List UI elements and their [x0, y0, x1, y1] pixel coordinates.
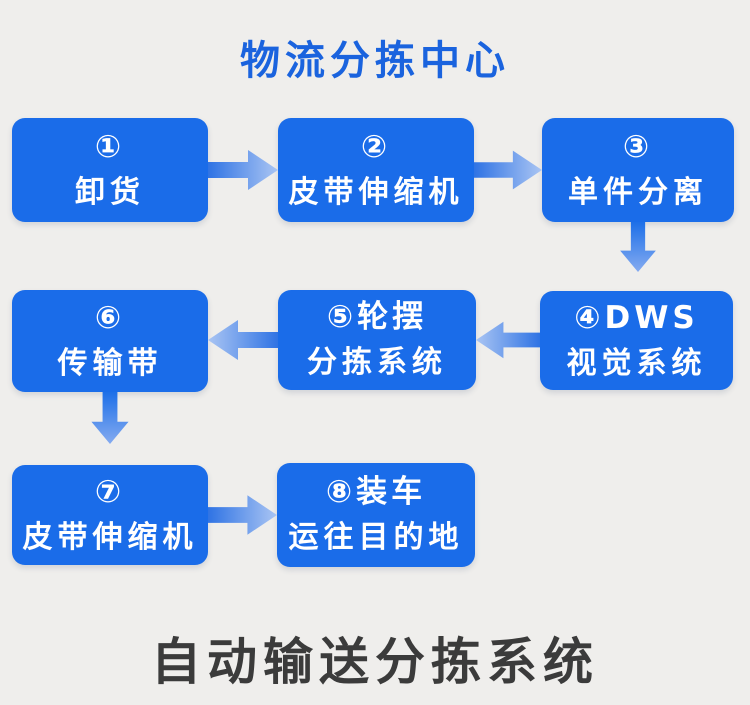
connector-5-6	[208, 318, 278, 362]
connector-4-5	[476, 318, 540, 362]
step-label: 传输带	[57, 346, 163, 381]
arrow-left-icon	[476, 321, 540, 359]
page-title: 物流分拣中心	[240, 38, 510, 84]
step-number: ①	[94, 129, 126, 165]
arrow-left-icon	[208, 320, 278, 360]
flow-step-2-telescopic-belt: ② 皮带伸缩机	[278, 118, 474, 222]
step-label: 运往目的地	[288, 520, 464, 555]
bottom-caption: 自动输送分拣系统	[151, 633, 599, 691]
arrow-down-icon	[91, 392, 129, 444]
step-label: 单件分离	[568, 175, 708, 210]
connector-1-2	[208, 148, 278, 192]
flow-step-1-unloading: ① 卸货	[12, 118, 208, 222]
arrow-right-icon	[208, 495, 277, 535]
connector-6-7	[88, 392, 132, 444]
connector-7-8	[208, 493, 277, 537]
flow-step-7-telescopic-belt: ⑦ 皮带伸缩机	[12, 465, 208, 565]
step-number: ⑥	[94, 300, 126, 336]
flow-step-8-loading-destination: ⑧装车 运往目的地	[277, 463, 475, 567]
step-number: ⑤轮摆	[326, 299, 428, 335]
arrow-right-icon	[208, 150, 278, 190]
step-number: ⑧装车	[325, 474, 427, 510]
connector-2-3	[474, 148, 542, 192]
step-label: 分拣系统	[307, 345, 447, 380]
step-number: ②	[360, 129, 392, 165]
step-label: 视觉系统	[566, 345, 707, 381]
step-number: ④DWS	[574, 299, 699, 336]
arrow-down-icon	[620, 222, 656, 272]
connector-3-4	[616, 222, 660, 272]
flow-step-6-conveyor: ⑥ 传输带	[12, 290, 208, 392]
arrow-right-icon	[474, 150, 542, 190]
step-label: 皮带伸缩机	[22, 520, 198, 555]
step-label: 皮带伸缩机	[288, 175, 464, 210]
flow-step-5-wheel-sorter: ⑤轮摆 分拣系统	[278, 290, 476, 390]
flow-step-3-singulation: ③ 单件分离	[542, 118, 734, 222]
step-number: ⑦	[94, 474, 126, 510]
step-number: ③	[622, 129, 654, 165]
step-label: 卸货	[75, 175, 145, 210]
flow-step-4-dws-vision: ④DWS 视觉系统	[540, 291, 733, 390]
